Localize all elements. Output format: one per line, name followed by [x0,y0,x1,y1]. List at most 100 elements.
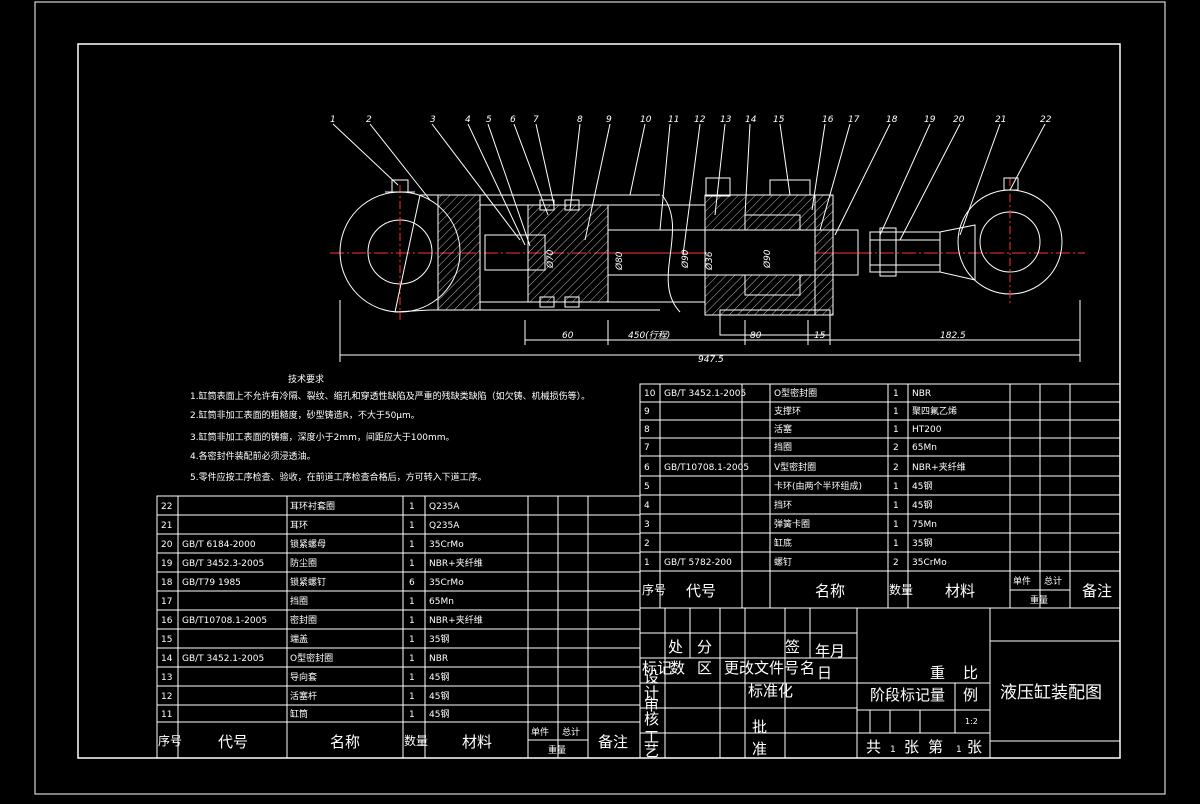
bom-no: 4 [644,501,650,511]
bom-row: 10 GB/T 3452.1-2005 O型密封圈 1 NBR [644,387,931,399]
bom-qty: 1 [409,521,415,531]
tech-item: 4.各密封件装配前必须浸透油。 [190,450,316,462]
bom-name: 活塞 [774,423,792,435]
bom-no: 19 [161,559,173,569]
title-block-grid [639,607,1121,759]
bom-no: 18 [161,578,173,588]
part-label: 12 [694,115,706,125]
hdr-mat: 材料 [945,582,975,600]
bom-row: 11 缸筒 1 45钢 [161,708,449,720]
bom-row: 3 弹簧卡圈 1 75Mn [644,518,937,530]
bom-header: 序号 代号 名称 数量 材料 单件 总计 重量 备注 [642,575,1112,606]
bom-row: 6 GB/T10708.1-2005 V型密封圈 2 NBR+夹纤维 [644,461,966,473]
part-label: 4 [465,115,471,125]
bom-code: GB/T79 1985 [182,578,241,588]
tb-shu: 数 [670,659,685,677]
bom-qty: 1 [893,482,899,492]
part-label: 2 [366,115,372,125]
tech-requirements: 技术要求 1.缸筒表面上不允许有冷隔、裂纹、缩孔和穿透性缺陷及严重的残缺类缺陷（… [190,373,590,483]
bom-code: GB/T 5782-200 [664,558,732,568]
bom-mat: 45钢 [429,708,449,720]
tb-li: 例 [963,686,978,704]
part-label: 7 [533,115,539,125]
tb-sheets: 1 [890,745,896,755]
part-label: 9 [606,115,612,125]
bom-name: 弹簧卡圈 [774,518,810,530]
bom-name: 端盖 [290,633,308,645]
bom-qty: 1 [409,692,415,702]
bom-name: 缸筒 [290,708,308,720]
bom-right [639,383,1121,609]
bom-row: 1 GB/T 5782-200 螺钉 2 35CrMo [644,557,947,568]
bom-name: 锁紧螺钉 [290,576,326,588]
hdr-single: 单件 [1013,575,1031,587]
bom-code: GB/T 3452.3-2005 [182,559,264,569]
part-number-labels: 1 2 3 4 5 6 7 8 9 10 11 12 13 14 15 16 1… [330,115,1052,125]
bom-mat: 45钢 [912,480,932,492]
bom-qty: 1 [893,407,899,417]
bom-name: 支撑环 [774,405,801,417]
bom-mat: NBR+夹纤维 [429,614,483,626]
tb-ji: 计 [644,684,659,702]
part-label: 17 [848,115,860,125]
bom-qty: 2 [893,443,899,453]
diameter-label: Ø70 [545,249,556,269]
dim-80: 80 [750,331,762,341]
bom-no: 14 [161,654,173,664]
bom-name: 卡环(由两个半环组成) [774,480,862,492]
bom-no: 22 [161,502,172,512]
dim-450-stroke: 450(行程) [628,330,670,341]
bom-qty: 1 [409,635,415,645]
bom-row: 20 GB/T 6184-2000 锁紧螺母 1 35CrMo [161,538,464,550]
bom-qty: 1 [893,425,899,435]
bom-no: 17 [161,597,172,607]
bom-row: 5 卡环(由两个半环组成) 1 45钢 [644,480,932,492]
bom-row: 17 挡圈 1 65Mn [161,595,454,607]
hdr-code: 代号 [686,582,716,600]
part-label: 5 [486,115,492,125]
bom-mat: 35CrMo [912,558,947,568]
bom-mat: 45钢 [429,690,449,702]
tb-fen: 分 [697,638,712,656]
bom-qty: 1 [893,501,899,511]
bom-mat: 65Mn [429,597,454,607]
bom-name: 活塞杆 [290,690,317,702]
bom-left-text: 22 耳环衬套圈 1 Q235A 21 耳环 1 Q235A 20 GB/T 6… [158,500,628,756]
bom-row: 7 挡圈 2 65Mn [644,441,937,453]
tb-nianyue: 年月 [815,642,845,660]
tb-qian: 签 [785,638,800,656]
bom-no: 6 [644,463,650,473]
bom-qty: 1 [409,502,415,512]
tb-scale: 1:2 [965,717,978,726]
part-label: 10 [640,115,652,125]
hdr-name: 名称 [815,582,845,600]
part-label: 19 [924,115,936,125]
tech-item: 3.缸筒非加工表面的铸瘤，深度小于2mm，间距应大于100mm。 [190,431,455,443]
bom-qty: 1 [893,539,899,549]
bom-no: 11 [161,710,172,720]
bom-name: 耳环 [290,520,308,531]
dim-182: 182.5 [940,331,966,341]
bom-row: 8 活塞 1 HT200 [644,423,942,435]
tb-gengai: 更改文件号 [724,659,799,677]
part-label: 13 [720,115,732,125]
bom-code: GB/T 3452.1-2005 [664,389,746,399]
dim-total: 947.5 [698,355,724,365]
hdr-remark: 备注 [598,733,628,751]
part-label: 22 [1040,115,1052,125]
bom-mat: 聚四氟乙烯 [912,405,957,417]
diameter-label: Ø36 [704,251,715,271]
bom-qty: 2 [893,463,899,473]
bom-no: 2 [644,539,650,549]
dim-15: 15 [814,331,826,341]
title-block-text: 处 分 签 年月 标记 数 区 更改文件号 名 日 设 计 标准化 审 核 工 … [642,638,1102,760]
bom-right-text: 10 GB/T 3452.1-2005 O型密封圈 1 NBR 9 支撑环 1 … [642,387,1112,606]
tb-zhong: 重 [930,664,945,682]
bom-no: 21 [161,521,172,531]
tech-title: 技术要求 [288,373,324,385]
bom-mat: Q235A [429,521,460,531]
tb-she: 设 [644,668,659,686]
tb-gong: 工 [644,728,659,746]
hdr-total: 总计 [1044,575,1062,587]
bom-qty: 1 [409,710,415,720]
